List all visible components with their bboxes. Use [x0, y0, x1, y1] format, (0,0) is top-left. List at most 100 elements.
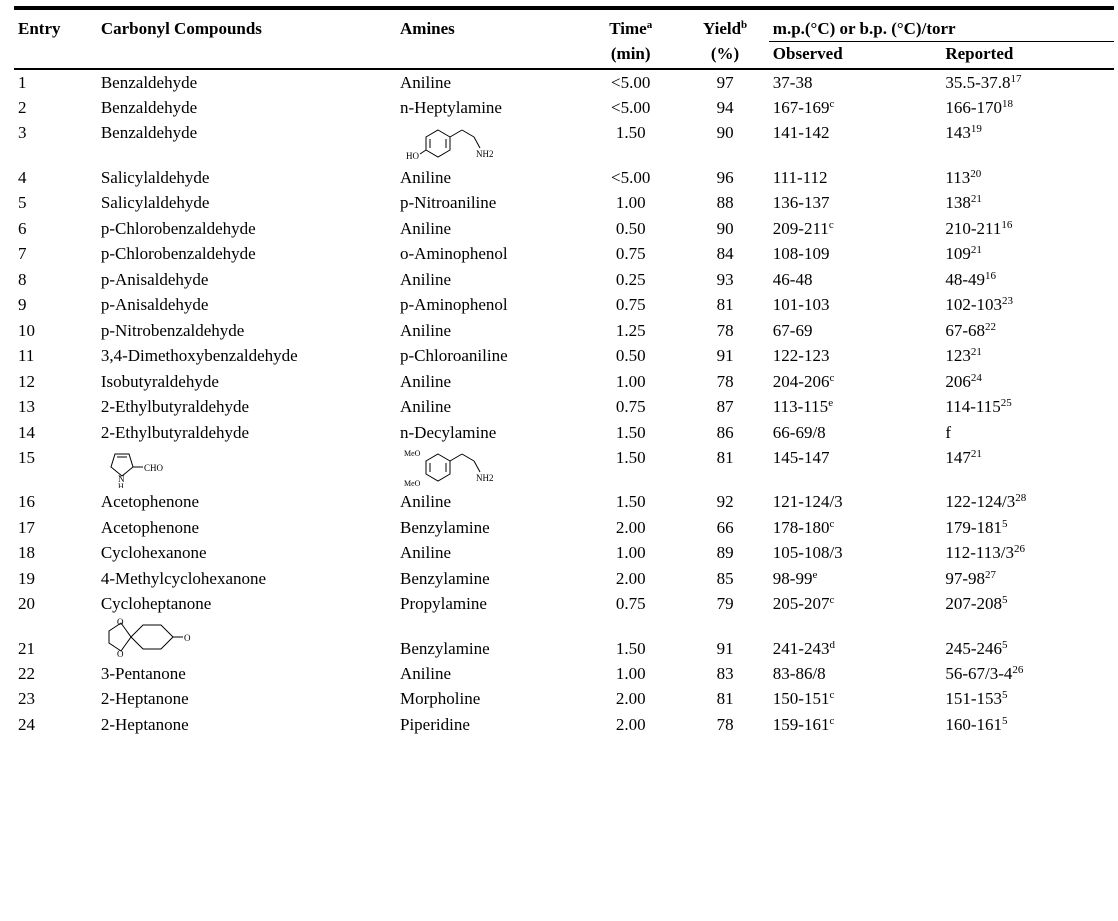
- dimethoxy-nh2-label: NH2: [476, 473, 494, 483]
- cell-time-text: 2.00: [615, 714, 646, 734]
- cell-amine-text: Aniline: [400, 167, 451, 187]
- cell-yield: 91: [681, 344, 768, 370]
- cell-reported-footnote: 25: [1000, 397, 1012, 410]
- cell-time-text: <5.00: [611, 167, 651, 187]
- cell-observed-text: 122-123: [772, 346, 830, 366]
- cell-amine-text: Aniline: [400, 663, 451, 683]
- cell-reported-footnote: 21: [970, 346, 982, 359]
- pyrrole-carbaldehyde-structure: CHO N H: [110, 453, 163, 488]
- cell-observed-text: 241-243: [772, 639, 830, 658]
- cell-amine: Aniline: [396, 369, 580, 395]
- cell-carbonyl-text: 2-Heptanone: [100, 714, 189, 734]
- cell-observed: 136-137: [769, 191, 942, 217]
- cell-observed-footnote: c: [829, 594, 835, 607]
- tyramine-nh2-label: NH2: [476, 149, 494, 159]
- cell-reported-text: 179-181: [945, 517, 1003, 537]
- cell-reported-text: 56-67/3-4: [945, 663, 1013, 683]
- cell-reported-footnote: 16: [1001, 218, 1013, 231]
- cell-time: 2.00: [580, 687, 681, 713]
- cell-observed-text: 67-69: [772, 320, 813, 340]
- cell-entry-text: 11: [18, 346, 35, 366]
- cell-observed: 209-211c: [769, 216, 942, 242]
- header-yield: Yieldb: [681, 6, 769, 42]
- cell-time: 0.25: [580, 267, 681, 293]
- cell-observed-text: 108-109: [772, 244, 830, 264]
- cell-reported-footnote: 5: [1002, 639, 1008, 651]
- cell-carbonyl-text: Isobutyraldehyde: [100, 371, 219, 391]
- cell-amine: Piperidine: [396, 712, 580, 738]
- cell-entry-text: 17: [18, 517, 35, 537]
- cell-time: <5.00: [580, 96, 681, 122]
- cell-amine-text: p-Nitroaniline: [400, 193, 497, 213]
- cell-yield-text: 83: [716, 663, 734, 683]
- cell-entry: 16: [14, 490, 97, 516]
- cell-entry: 24: [14, 712, 97, 738]
- cell-amine-text: Piperidine: [400, 714, 470, 734]
- cell-observed-text: 46-48: [772, 269, 813, 289]
- cell-reported: 151-1535: [941, 687, 1114, 713]
- cell-yield: 97: [681, 69, 768, 96]
- cell-reported-footnote: 21: [970, 447, 982, 460]
- cell-amine: Aniline: [396, 541, 580, 567]
- cell-amine-text: Aniline: [400, 269, 451, 289]
- cell-carbonyl: 3-Pentanone: [97, 661, 396, 687]
- cell-carbonyl: Cycloheptanone: [97, 592, 396, 618]
- cell-carbonyl: Acetophenone: [97, 490, 396, 516]
- cell-amine: o-Aminophenol: [396, 242, 580, 268]
- cell-observed: 178-180c: [769, 515, 942, 541]
- cell-observed-text: 98-99: [772, 568, 813, 588]
- cell-entry-text: 22: [18, 663, 35, 683]
- cell-time-text: 1.50: [615, 492, 646, 512]
- header-yield-label: Yield: [702, 19, 742, 39]
- cell-amine-text: p-Aminophenol: [400, 295, 508, 315]
- cell-time: 0.75: [580, 293, 681, 319]
- cell-time: 0.50: [580, 216, 681, 242]
- header-blank-2: [96, 41, 396, 70]
- cell-time-text: 2.00: [615, 689, 646, 709]
- cell-yield: 90: [681, 216, 768, 242]
- cell-yield-text: 86: [716, 422, 734, 442]
- cell-reported-text: 48-49: [945, 269, 986, 289]
- cell-amine: Propylamine: [396, 592, 580, 618]
- cell-entry: 3: [14, 121, 97, 165]
- cell-reported: 102-10323: [941, 293, 1114, 319]
- cell-reported-footnote: 17: [1010, 72, 1022, 85]
- cell-reported-text: 160-161: [945, 714, 1003, 734]
- cell-observed-footnote: c: [828, 218, 834, 231]
- cell-observed-text: 141-142: [772, 123, 830, 142]
- cell-reported-text: 166-170: [945, 98, 1003, 118]
- cell-reported-text: 114-115: [945, 397, 1001, 417]
- cell-entry-text: 9: [18, 295, 27, 315]
- cell-observed-footnote: e: [828, 397, 834, 410]
- cell-amine-text: p-Chloroaniline: [400, 346, 508, 366]
- cell-time-text: 0.75: [615, 295, 646, 315]
- cell-yield-text: 88: [716, 193, 734, 213]
- cell-entry: 17: [14, 515, 97, 541]
- cell-carbonyl-text: Benzaldehyde: [100, 72, 198, 92]
- cell-time-text: 1.00: [615, 193, 646, 213]
- cell-reported: 166-17018: [941, 96, 1114, 122]
- cell-amine: MeO MeO NH2: [396, 446, 580, 490]
- dimethoxy-meo-bottom-label: MeO: [404, 479, 421, 488]
- cell-time: 0.75: [580, 592, 681, 618]
- cell-amine: p-Nitroaniline: [396, 191, 580, 217]
- cell-observed: 83-86/8: [769, 661, 942, 687]
- cell-yield-text: 78: [716, 320, 734, 340]
- cell-carbonyl-text: 2-Ethylbutyraldehyde: [100, 397, 250, 417]
- cell-time: 1.50: [580, 121, 681, 165]
- cell-yield: 96: [681, 165, 768, 191]
- cell-reported-footnote: 5: [1002, 594, 1008, 607]
- cell-entry: 1: [14, 69, 97, 96]
- cell-observed-text: 159-161: [772, 714, 830, 734]
- cell-reported-text: 210-211: [945, 218, 1002, 238]
- cell-yield-text: 87: [716, 397, 734, 417]
- cell-reported-footnote: 19: [970, 123, 982, 135]
- header-time-unit: (min): [580, 41, 682, 70]
- cell-entry-text: 7: [18, 244, 27, 264]
- cell-yield: 91: [681, 617, 768, 661]
- header-amines: Amines: [396, 6, 581, 42]
- cell-observed: 46-48: [769, 267, 942, 293]
